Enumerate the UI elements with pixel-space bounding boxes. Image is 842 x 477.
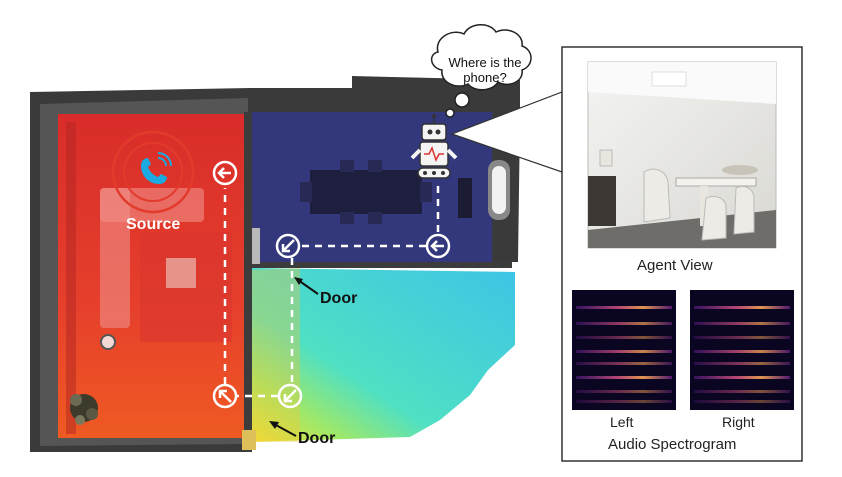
arrow-down-left-icon — [275, 233, 301, 259]
source-label: Source — [126, 216, 181, 233]
chair — [368, 212, 382, 224]
chair — [420, 182, 432, 202]
arrow-left-icon — [212, 160, 238, 186]
speech-bubble-text: Where is the phone? — [440, 55, 530, 85]
spectrogram-band — [576, 336, 672, 339]
spectrogram-band — [694, 306, 790, 309]
divider-wall — [244, 112, 252, 452]
speech-line: Where is the — [448, 55, 522, 70]
agent-view-image — [587, 61, 777, 249]
arrow-down-left-icon — [277, 383, 303, 409]
phone-ring-icon — [111, 130, 195, 214]
spectrogram-band — [576, 400, 672, 403]
spectrogram-band — [694, 400, 790, 403]
door-pointer-arrow — [269, 421, 297, 437]
spectrogram-band — [576, 390, 672, 393]
coffee-table — [166, 258, 196, 288]
hall-wall — [252, 262, 512, 268]
hallway — [252, 268, 515, 442]
door-frame-bottom — [242, 430, 256, 450]
spectrogram-left — [572, 290, 676, 410]
plant — [70, 394, 98, 425]
spectrogram-band — [694, 362, 790, 365]
speech-bubble — [430, 24, 532, 118]
floorplan — [30, 76, 520, 452]
arrow-up-left-icon — [212, 383, 238, 409]
spectrogram-right-label: Right — [722, 414, 755, 430]
arrow-left-icon — [425, 233, 451, 259]
sofa-side — [100, 188, 130, 328]
spectrogram-band — [576, 376, 672, 379]
spectrogram-band — [694, 376, 790, 379]
door-label: Door — [320, 290, 358, 307]
chair — [368, 160, 382, 172]
door-label: Door — [298, 430, 336, 447]
spectrogram-band — [576, 322, 672, 325]
spectrogram-band — [576, 306, 672, 309]
speech-line: phone? — [463, 70, 507, 85]
spectrogram-band — [576, 350, 672, 353]
spectrogram-left-label: Left — [610, 414, 634, 430]
navigation-path — [223, 186, 440, 398]
spectrogram-right — [690, 290, 794, 410]
spectrogram-band — [694, 390, 790, 393]
agent-view-caption: Agent View — [637, 257, 713, 274]
door-pointer-arrow — [294, 277, 319, 295]
spectrogram-caption: Audio Spectrogram — [608, 436, 737, 453]
spectrogram-band — [694, 336, 790, 339]
chair — [300, 182, 312, 202]
dining-table — [310, 170, 422, 214]
spectrogram-band — [576, 362, 672, 365]
source-room-edge — [66, 122, 76, 434]
chair — [340, 212, 354, 224]
door-frame — [252, 228, 260, 264]
sideboard — [458, 178, 472, 218]
spectrogram-band — [694, 322, 790, 325]
spectrogram-band — [694, 350, 790, 353]
wall-alcove-inner — [492, 166, 506, 214]
robot-icon — [410, 114, 458, 179]
chair — [340, 160, 354, 172]
stool — [100, 334, 116, 350]
